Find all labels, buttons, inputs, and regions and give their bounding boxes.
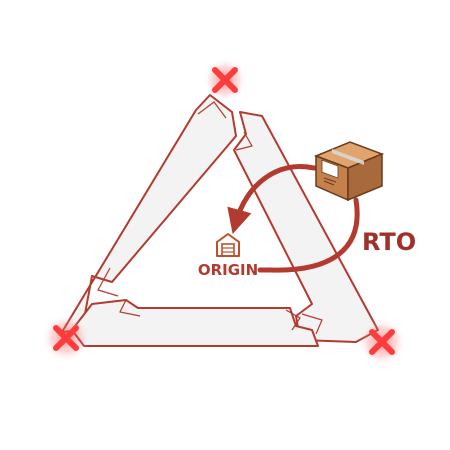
triangle-left-side	[61, 94, 237, 333]
curved-arrow-icon	[227, 164, 360, 273]
triangle-bottom-side	[71, 299, 319, 347]
x-mark-icon	[358, 318, 406, 366]
warehouse-icon	[216, 233, 240, 257]
origin-label: ORIGIN	[198, 261, 258, 279]
package-box-icon	[313, 141, 385, 202]
x-mark-icon	[203, 58, 247, 102]
x-mark-icon	[42, 314, 90, 362]
rto-label: RTO	[362, 228, 416, 256]
